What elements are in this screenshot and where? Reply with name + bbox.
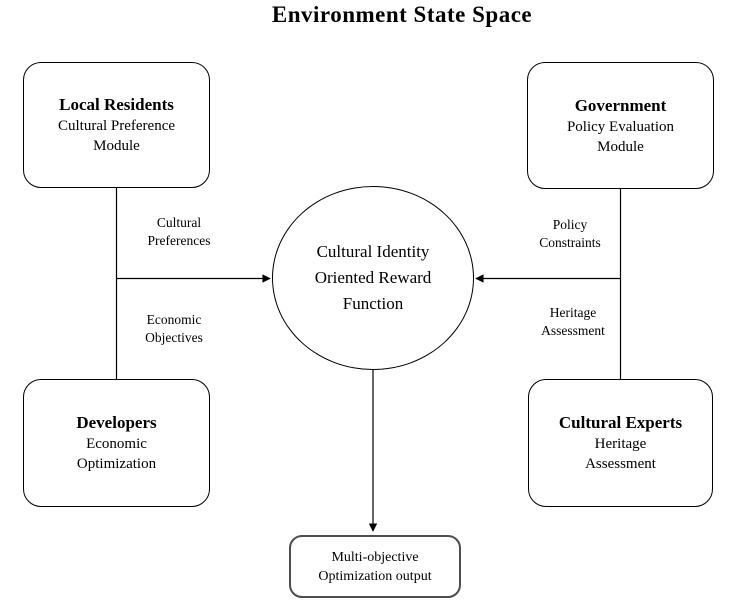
node-local-residents-subtitle: Cultural Preference Module: [57, 118, 176, 154]
edge-label-heritage-assessment: Heritage Assessment: [541, 305, 605, 338]
node-cultural-experts-title: Cultural Experts: [558, 413, 683, 432]
node-developers: Developers Economic Optimization: [23, 379, 210, 507]
node-government-subtitle: Policy Evaluation Module: [566, 118, 675, 155]
node-government-title: Government: [574, 95, 667, 115]
node-government: Government Policy Evaluation Module: [527, 62, 714, 189]
node-output: Multi-objective Optimization output: [289, 535, 461, 598]
diagram-title: Environment State Space: [271, 2, 533, 27]
node-cultural-experts-subtitle: Heritage Assessment: [585, 436, 656, 472]
node-developers-subtitle: Economic Optimization: [76, 436, 157, 472]
node-local-residents: Local Residents Cultural Preference Modu…: [23, 62, 210, 188]
node-local-residents-title: Local Residents: [59, 95, 174, 114]
node-reward-function: Cultural Identity Oriented Reward Functi…: [272, 186, 474, 370]
node-reward-function-label: Cultural Identity Oriented Reward Functi…: [314, 242, 432, 313]
node-developers-title: Developers: [76, 413, 157, 432]
edge-label-cultural-preferences: Cultural Preferences: [147, 215, 211, 248]
node-output-label: Multi-objective Optimization output: [318, 549, 432, 584]
edge-label-economic-objectives: Economic Objectives: [145, 312, 203, 345]
node-cultural-experts: Cultural Experts Heritage Assessment: [528, 379, 713, 507]
edge-label-policy-constraints: Policy Constraints: [539, 217, 601, 250]
